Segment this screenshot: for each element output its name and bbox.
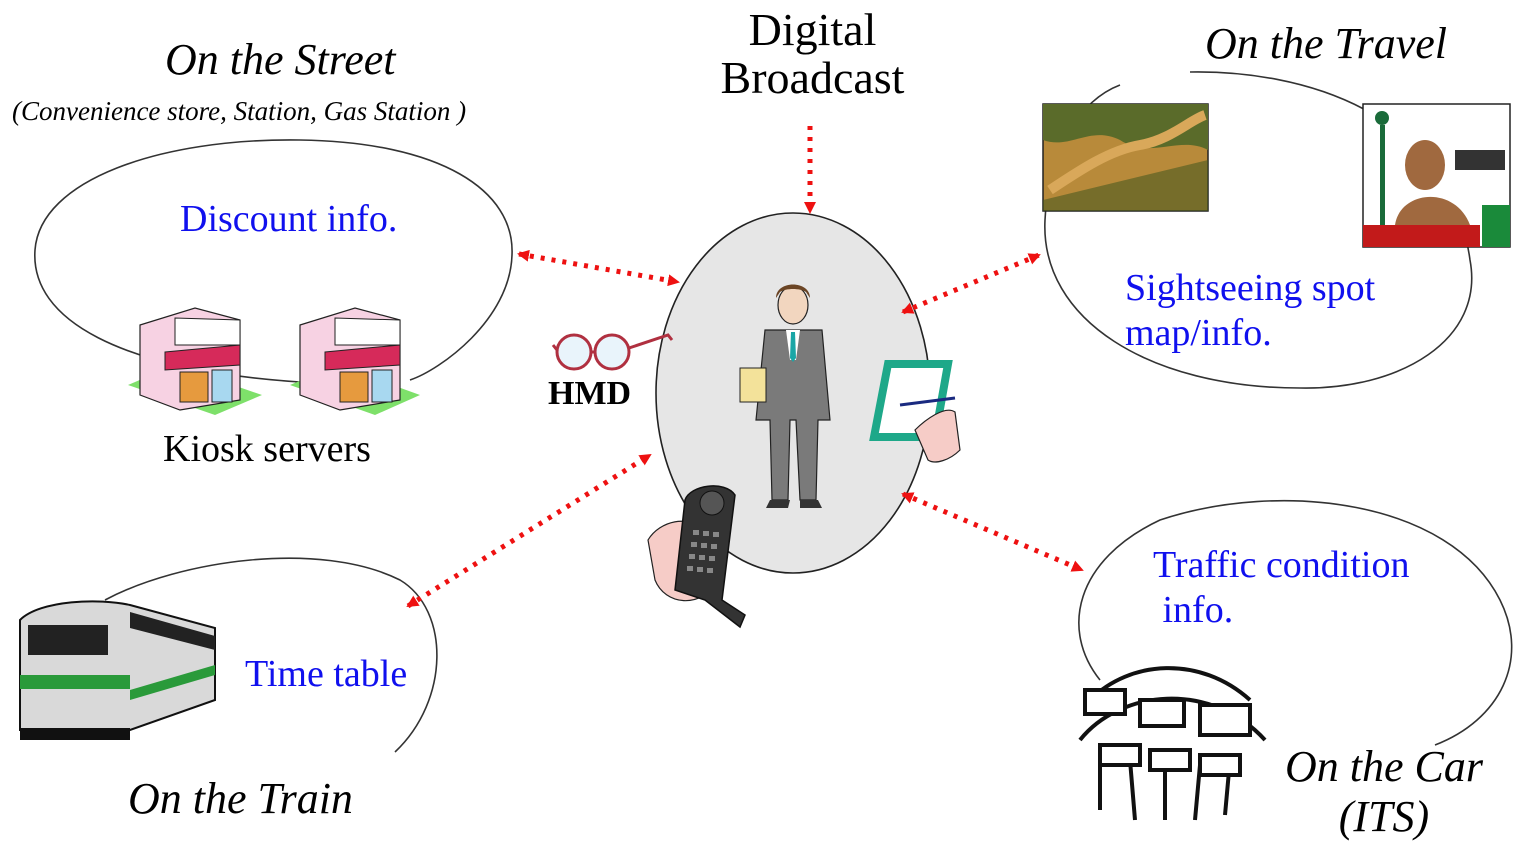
street-arrow (517, 249, 680, 287)
car-title-line1: On the Car (1285, 742, 1483, 791)
travel-info: Sightseeing spot map/info. (1125, 266, 1375, 356)
travel-title: On the Travel (1205, 19, 1447, 68)
street-title: On the Street (165, 35, 396, 84)
travel-arrow (901, 252, 1041, 315)
street-info: Discount info. (180, 198, 398, 240)
car-arrow (901, 491, 1084, 573)
car-info-line1: Traffic condition (1153, 544, 1410, 586)
train-ellipse (104, 557, 438, 753)
great-wall-image (1042, 103, 1209, 212)
car-title-line2: (ITS) (1338, 792, 1430, 841)
street-ellipse (34, 139, 513, 383)
street-subtitle: (Convenience store, Station, Gas Station… (12, 96, 467, 126)
statue-image (1362, 103, 1511, 248)
kiosk-store-icon (290, 307, 420, 415)
businessman-icon (739, 284, 831, 508)
broadcast-label: Digital Broadcast (705, 4, 920, 104)
train-info: Time table (245, 653, 408, 695)
train-title: On the Train (128, 774, 353, 823)
broadcast-line2: Broadcast (720, 52, 905, 104)
car-info-line2: info. (1153, 588, 1234, 631)
hmd-label: HMD (548, 375, 632, 412)
kiosk-store-icon (128, 307, 262, 415)
car-ellipse (1078, 499, 1513, 746)
travel-info-line1: Sightseeing spot (1125, 267, 1376, 309)
train-arrow (406, 452, 652, 609)
train-icon (19, 600, 216, 740)
street-caption: Kiosk servers (163, 428, 371, 470)
car-info: Traffic condition info. (1153, 543, 1409, 633)
mobile-phone-icon (647, 485, 746, 629)
glasses-icon (551, 333, 674, 371)
traffic-jam-icon (1078, 666, 1267, 821)
car-title: On the Car (ITS) (1285, 745, 1483, 839)
pen-tablet-icon (869, 360, 961, 463)
travel-info-line2: map/info. (1125, 311, 1272, 354)
broadcast-line1: Digital (748, 4, 877, 55)
